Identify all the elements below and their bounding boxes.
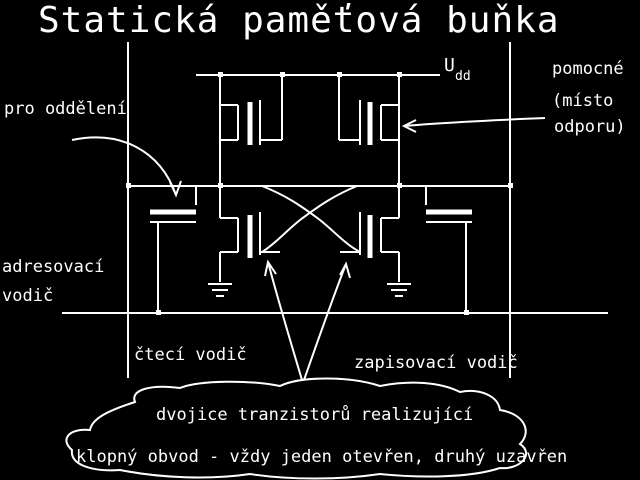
ground-symbol-left bbox=[208, 283, 232, 297]
left-access-transistor bbox=[150, 186, 197, 315]
cross-coupling bbox=[261, 185, 361, 253]
left-flipflop-transistor bbox=[219, 186, 280, 282]
auxiliary-arrow bbox=[401, 117, 546, 133]
address-wire-label-line1: adresovací bbox=[2, 257, 104, 277]
read-wire-label: čtecí vodič bbox=[134, 345, 247, 365]
separation-arrow bbox=[71, 136, 182, 198]
write-wire-label: zapisovací vodič bbox=[354, 353, 518, 373]
auxiliary-label-line3: odporu) bbox=[554, 117, 626, 137]
flipflop-arrow-left bbox=[264, 259, 303, 381]
address-wire-label-line2: vodič bbox=[2, 286, 53, 306]
vdd-rail bbox=[196, 72, 440, 77]
right-flipflop-transistor bbox=[340, 186, 400, 282]
right-access-transistor bbox=[425, 186, 472, 315]
separation-label: pro oddělení bbox=[4, 99, 127, 119]
vdd-label: U bbox=[444, 55, 455, 76]
callout-text-line2: klopný obvod - vždy jeden otevřen, druhý… bbox=[76, 447, 567, 467]
right-load-transistor bbox=[338, 75, 400, 188]
callout-cloud bbox=[65, 377, 528, 480]
left-load-transistor bbox=[219, 75, 283, 188]
auxiliary-label-line1: pomocné bbox=[552, 59, 624, 79]
flipflop-arrow-right bbox=[303, 261, 351, 381]
callout-text-line1: dvojice tranzistorů realizující bbox=[156, 404, 473, 425]
vdd-subscript: dd bbox=[455, 69, 471, 84]
auxiliary-label-line2: (místo bbox=[552, 91, 613, 111]
diagram-title: Statická paměťová buňka bbox=[38, 0, 560, 41]
storage-nodes bbox=[126, 183, 513, 188]
ground-symbol-right bbox=[387, 283, 411, 297]
